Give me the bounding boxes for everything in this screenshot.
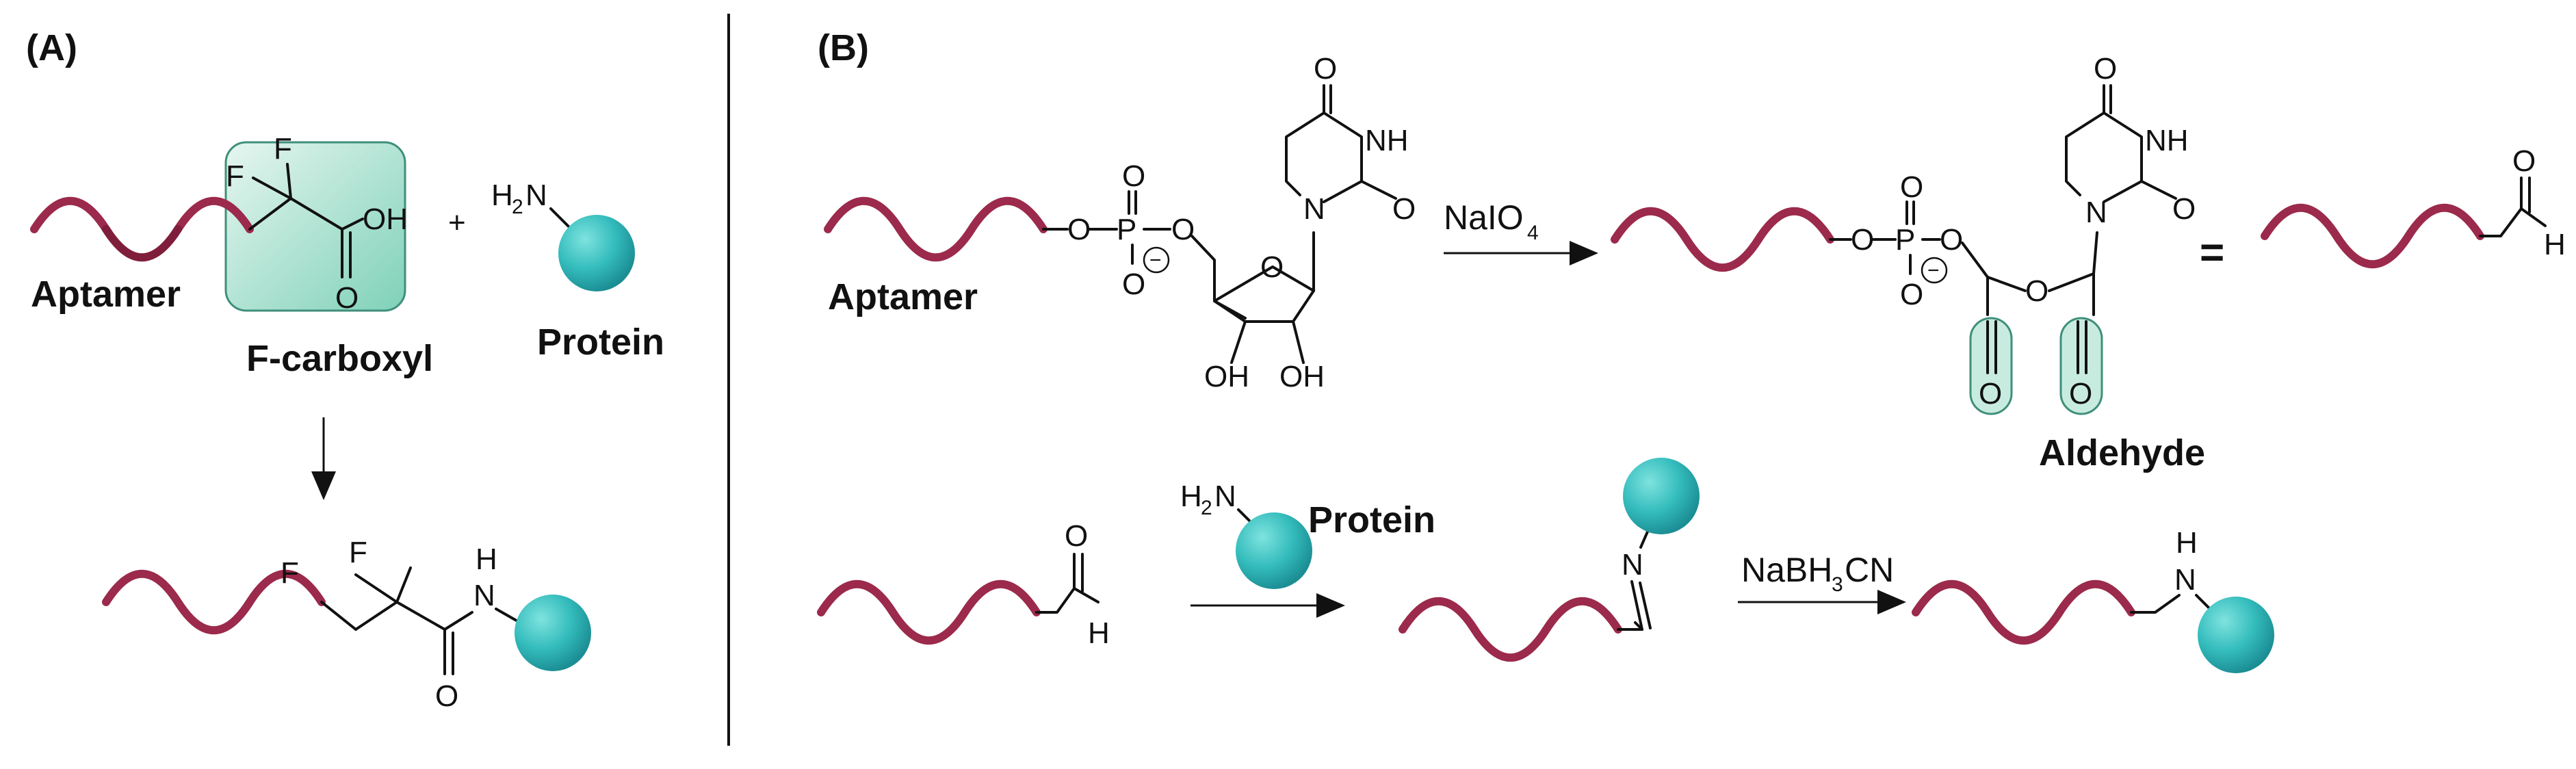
uracil-n1: N <box>1303 192 1325 226</box>
svg-text:O: O <box>1122 159 1145 193</box>
svg-text:H: H <box>1180 480 1202 513</box>
amine-product-n: N <box>2174 563 2196 597</box>
aptamer-helix-b2 <box>1611 207 1834 272</box>
panel-a: (A) F F OH O Aptamer F-carboxyl + H 2 N … <box>26 27 664 713</box>
aptamer-helix-product-a <box>102 569 326 635</box>
svg-text:OH: OH <box>1204 360 1249 393</box>
protein-bead-a-product <box>515 595 591 671</box>
svg-text:O: O <box>1122 268 1145 301</box>
svg-text:O: O <box>1065 519 1088 553</box>
fluorine-atom-2: F <box>274 132 292 166</box>
svg-text:OH: OH <box>1279 360 1325 393</box>
aldehyde-highlight-1 <box>1969 317 2013 415</box>
equals-sign: = <box>2200 229 2224 276</box>
amide-h: H <box>476 543 497 576</box>
amine-h: H <box>491 179 513 212</box>
protein-bead-b-reagent <box>1236 512 1312 589</box>
reagent-nabh3cn: NaBH <box>1741 551 1832 589</box>
svg-text:O: O <box>1067 213 1091 246</box>
reagent-nabh3cn-2: CN <box>1845 551 1894 589</box>
svg-text:O: O <box>1851 223 1874 257</box>
svg-text:O: O <box>1260 250 1284 284</box>
aldehyde-highlight-2 <box>2059 317 2103 415</box>
imine-n: N <box>1622 548 1643 582</box>
amide-oxygen: O <box>435 679 458 713</box>
svg-text:NH: NH <box>2145 124 2189 157</box>
carbonyl-oxygen: O <box>335 281 359 315</box>
hydroxyl-group: OH <box>363 203 408 236</box>
amine-sub: 2 <box>512 196 523 218</box>
fluorine-atom-3: F <box>281 556 299 590</box>
svg-text:H: H <box>2176 526 2198 560</box>
panel-a-label: (A) <box>26 27 77 68</box>
svg-text:H: H <box>2544 228 2566 261</box>
svg-text:NH: NH <box>1365 124 1409 157</box>
protein-bead-a-top <box>558 215 635 291</box>
svg-text:O: O <box>1940 223 1963 257</box>
f-carboxyl-highlight <box>224 141 406 312</box>
aptamer-helix <box>30 196 254 262</box>
svg-text:O: O <box>2069 377 2092 410</box>
svg-text:O: O <box>1314 52 1337 86</box>
svg-text:O: O <box>1171 213 1195 246</box>
phosphorus-b1: P <box>1117 213 1136 246</box>
plus-sign: + <box>448 206 466 239</box>
fluorine-atom-1: F <box>226 159 244 193</box>
protein-bead-b-product <box>2198 597 2274 673</box>
panel-b: (B) Aptamer O P O O − O OH OH O N O NH <box>817 27 2566 673</box>
aptamer-helix-b6 <box>1912 579 2135 645</box>
svg-text:−: − <box>1927 259 1940 282</box>
svg-text:O: O <box>1900 170 1923 204</box>
svg-text:O: O <box>2025 274 2048 308</box>
svg-text:O: O <box>2094 52 2117 86</box>
svg-text:O: O <box>2512 144 2536 178</box>
aptamer-label: Aptamer <box>31 274 181 315</box>
aptamer-helix-b3 <box>2261 203 2484 269</box>
f-carboxyl-label: F-carboxyl <box>246 338 433 379</box>
amine-n: N <box>525 179 547 212</box>
aldehyde-label: Aldehyde <box>2039 432 2205 473</box>
amide-n: N <box>473 579 495 612</box>
phosphorus-b2: P <box>1895 223 1915 257</box>
aptamer-helix-b4 <box>817 579 1041 645</box>
svg-text:O: O <box>1900 278 1923 311</box>
protein-label-b: Protein <box>1308 499 1435 540</box>
aptamer-helix-b5 <box>1398 597 1622 662</box>
protein-label-a: Protein <box>537 322 664 363</box>
reagent-naio4: NaIO <box>1444 198 1524 237</box>
svg-text:O: O <box>2172 192 2196 226</box>
fluorine-atom-4: F <box>349 536 367 569</box>
reagent-naio4-sub: 4 <box>1527 222 1539 244</box>
svg-text:2: 2 <box>1201 497 1212 519</box>
svg-text:N: N <box>1214 480 1236 513</box>
svg-text:−: − <box>1149 249 1162 272</box>
aptamer-helix-b1 <box>824 196 1048 262</box>
svg-text:O: O <box>1979 377 2002 410</box>
svg-text:H: H <box>1088 616 1110 650</box>
panel-b-label: (B) <box>818 27 869 68</box>
aptamer-label-b: Aptamer <box>828 276 978 317</box>
reagent-nabh3cn-sub: 3 <box>1832 573 1843 596</box>
svg-text:O: O <box>1392 192 1416 226</box>
protein-bead-b-imine <box>1623 458 1700 534</box>
